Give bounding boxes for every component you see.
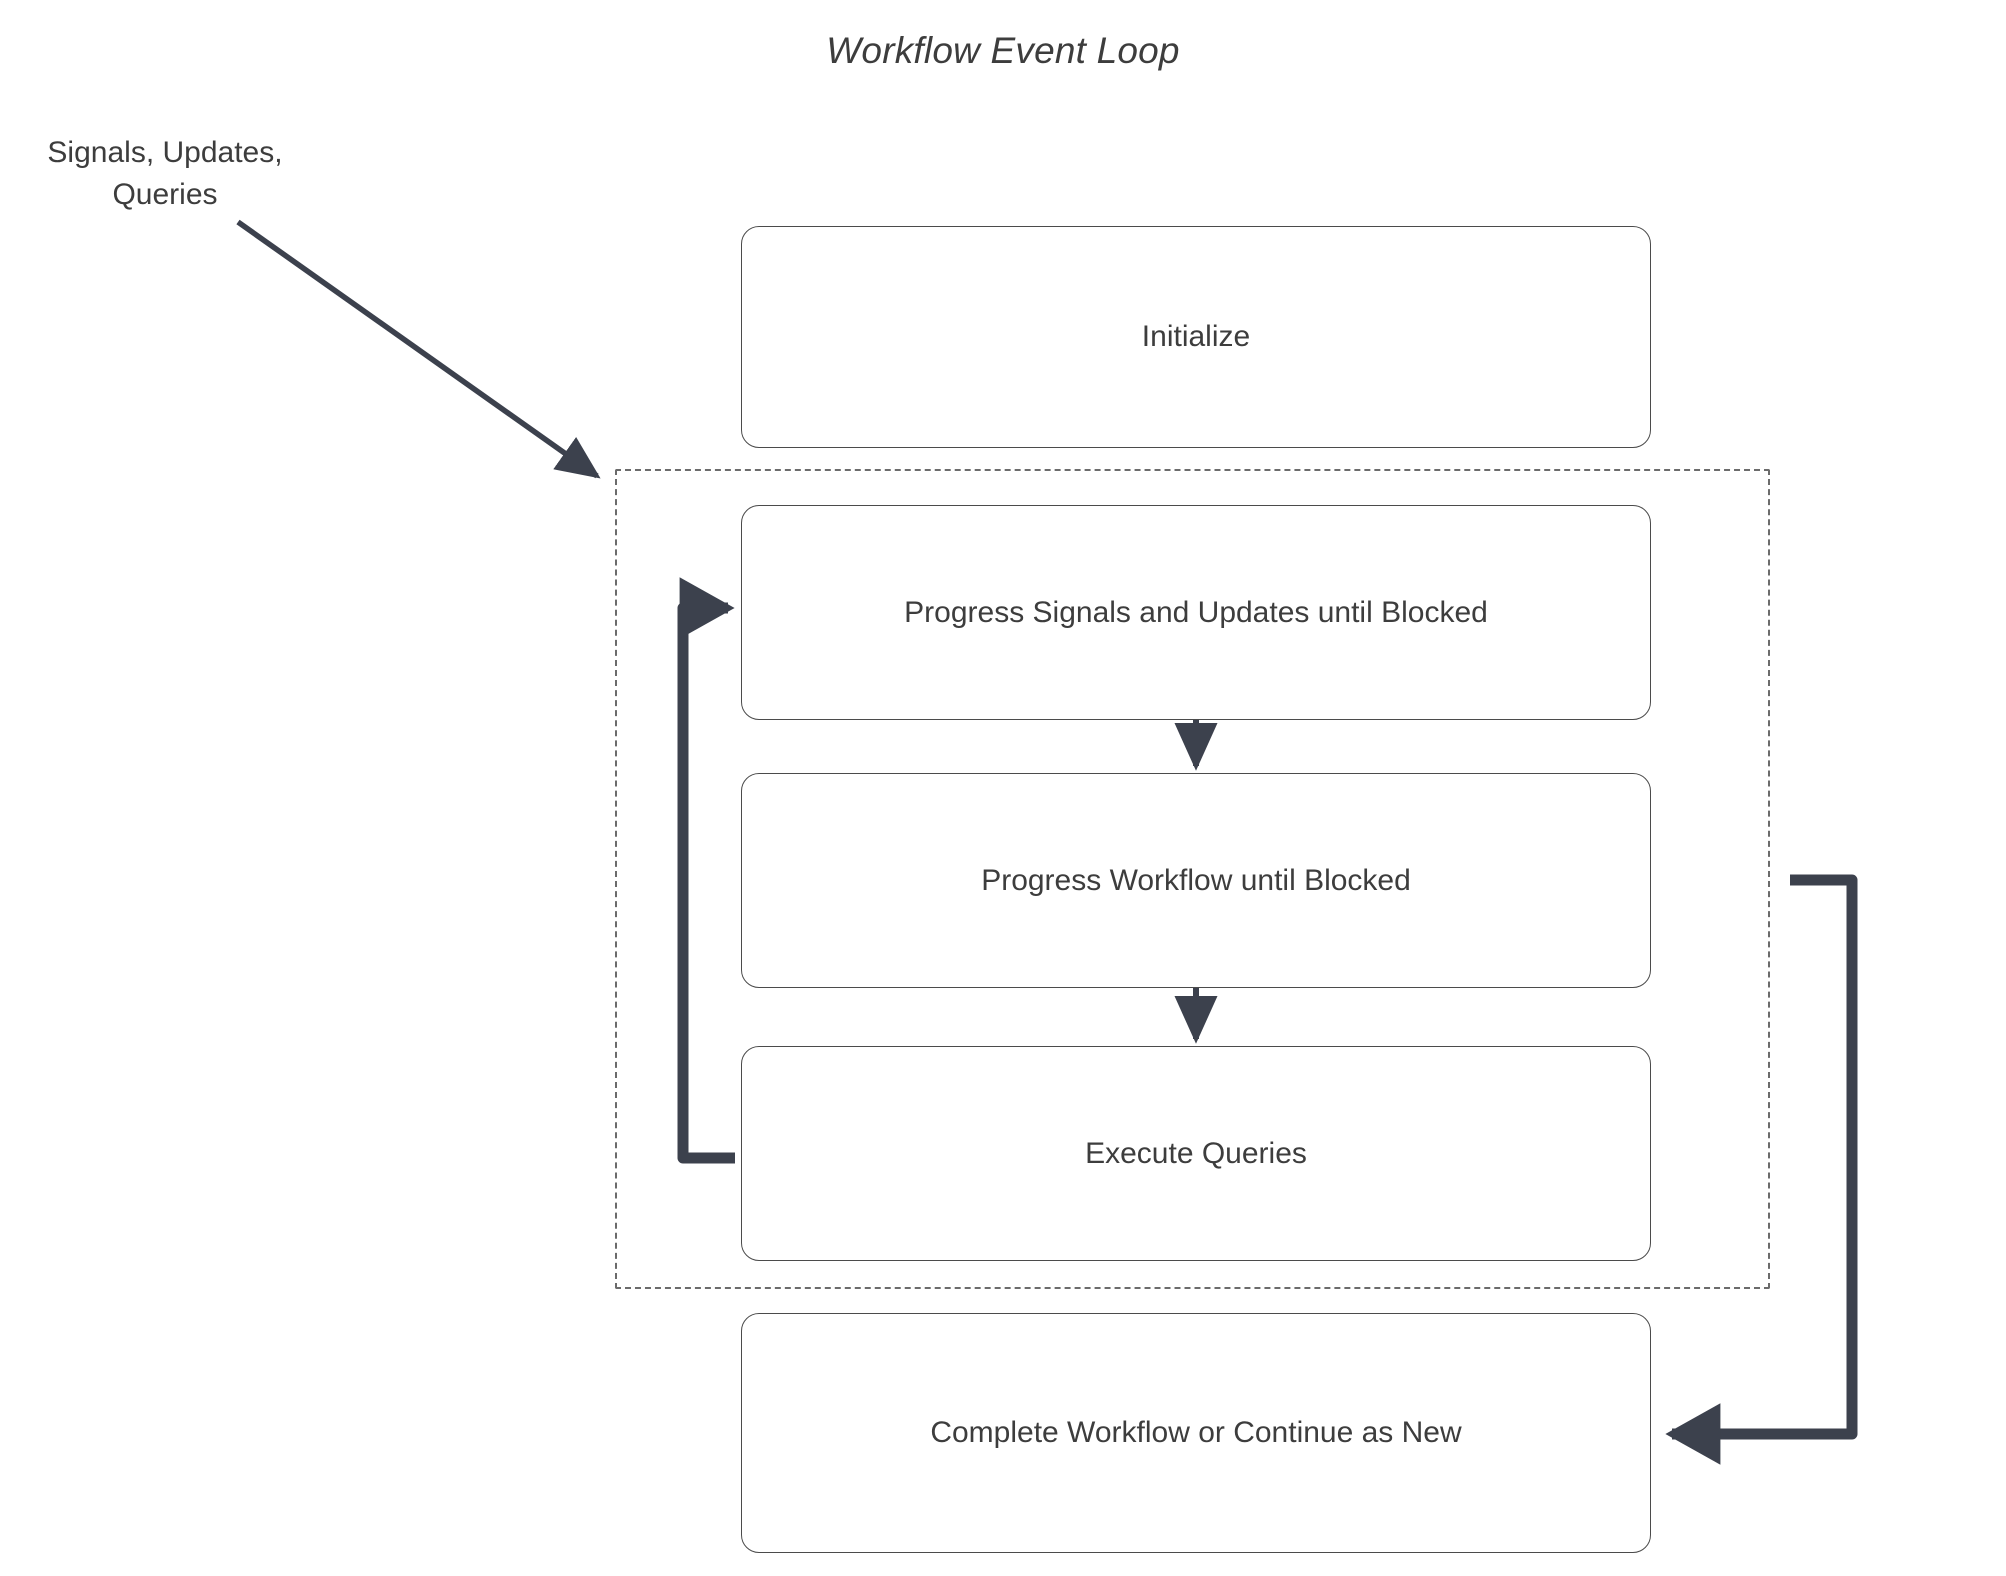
node-initialize-label: Initialize bbox=[1141, 320, 1251, 353]
external-input-label-line2: Queries bbox=[112, 178, 218, 211]
node-complete-workflow-label: Complete Workflow or Continue as New bbox=[930, 1416, 1462, 1449]
node-progress-workflow-label: Progress Workflow until Blocked bbox=[981, 863, 1411, 897]
node-initialize[interactable]: Initialize bbox=[741, 226, 1651, 448]
node-execute-queries[interactable]: Execute Queries bbox=[741, 1046, 1651, 1261]
node-progress-signals-and-updates-label: Progress Signals and Updates until Block… bbox=[904, 595, 1488, 629]
edge-external-input-arrow bbox=[236, 219, 601, 479]
node-progress-workflow[interactable]: Progress Workflow until Blocked bbox=[741, 773, 1651, 988]
external-input-label-line1: Signals, Updates, bbox=[47, 136, 283, 169]
page-title: Workflow Event Loop bbox=[826, 30, 1180, 71]
external-input-label: Signals, Updates, Queries bbox=[20, 132, 310, 216]
node-complete-workflow[interactable]: Complete Workflow or Continue as New bbox=[741, 1313, 1651, 1553]
node-progress-signals-and-updates[interactable]: Progress Signals and Updates until Block… bbox=[741, 505, 1651, 720]
node-execute-queries-label: Execute Queries bbox=[1085, 1136, 1307, 1170]
